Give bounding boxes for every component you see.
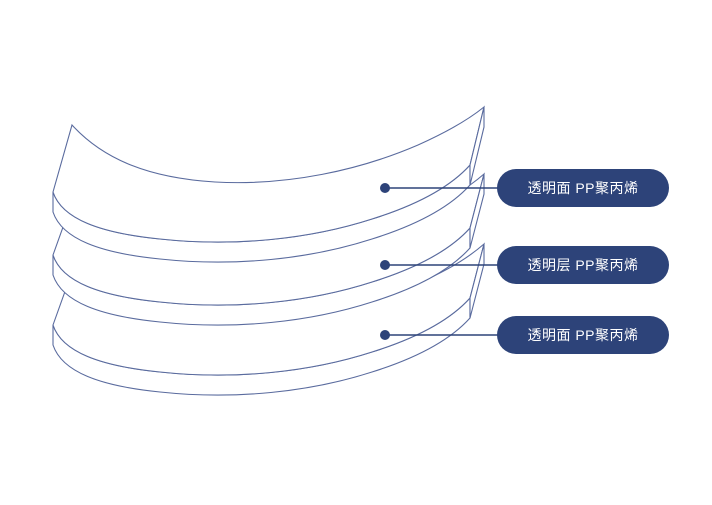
layer-label-pill-top[interactable]: 透明面 PP聚丙烯	[497, 169, 669, 207]
leader-group-1	[380, 183, 499, 193]
leader-dot-3	[380, 330, 390, 340]
leader-dot-1	[380, 183, 390, 193]
leader-group-3	[380, 330, 499, 340]
layer-label-text-bottom: 透明面 PP聚丙烯	[527, 327, 639, 343]
leader-dot-2	[380, 260, 390, 270]
sheet-layer-top	[52, 105, 485, 263]
sheet-layer-middle	[52, 172, 485, 326]
leader-group-2	[380, 260, 499, 270]
layer-label-text-top: 透明面 PP聚丙烯	[527, 180, 639, 196]
layer-label-pill-bottom[interactable]: 透明面 PP聚丙烯	[497, 316, 669, 354]
layer-label-text-middle: 透明层 PP聚丙烯	[527, 257, 639, 273]
sheet-top-right-tip	[469, 106, 485, 186]
sheet-bottom-right-tip	[469, 243, 485, 319]
layer-label-pill-middle[interactable]: 透明层 PP聚丙烯	[497, 246, 669, 284]
